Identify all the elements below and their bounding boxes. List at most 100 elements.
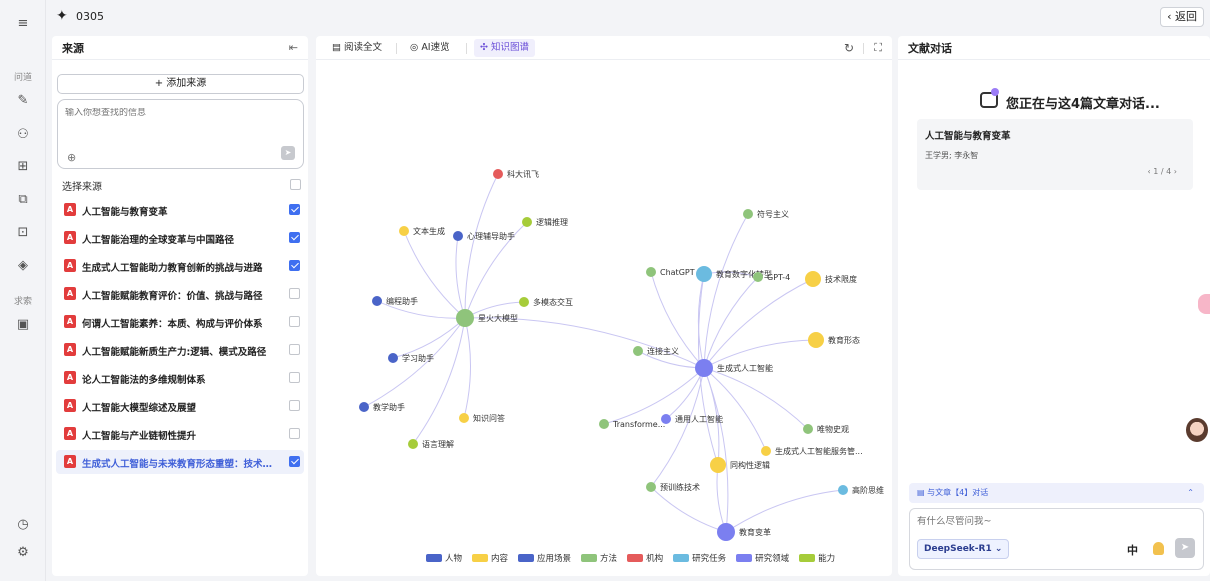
chevron-down-icon: ⌄ (991, 544, 1003, 554)
graph-node[interactable] (459, 413, 469, 423)
select-all-checkbox[interactable] (290, 179, 301, 190)
refresh-icon[interactable]: ↻ (843, 41, 854, 55)
send-icon[interactable]: ➤ (281, 146, 295, 160)
graph-node-label: 高阶思维 (852, 485, 884, 495)
collapse-panel-icon[interactable]: ⇤ (288, 41, 298, 54)
model-selector[interactable]: DeepSeek-R1 ⌄ (917, 539, 1010, 559)
globe-icon[interactable]: ⊕ (67, 151, 77, 164)
source-checkbox[interactable] (289, 316, 300, 327)
history-icon[interactable]: ◷ (17, 516, 29, 532)
add-source-button[interactable]: + 添加来源 (57, 74, 304, 94)
graph-node[interactable] (753, 272, 763, 282)
legend-item[interactable]: 内容 (472, 552, 508, 564)
graph-node[interactable] (717, 523, 735, 541)
graph-node[interactable] (761, 446, 771, 456)
tab-ai-overview[interactable]: ◎ AI速览 (404, 39, 456, 57)
floating-tab[interactable] (1198, 294, 1210, 314)
book-icon[interactable]: ⧉ (18, 191, 28, 207)
tab-knowledge-graph[interactable]: ✣ 知识图谱 (474, 39, 535, 57)
source-search-input[interactable] (65, 108, 295, 118)
legend-item[interactable]: 机构 (627, 552, 663, 564)
graph-node[interactable] (743, 209, 753, 219)
graph-node[interactable] (493, 169, 503, 179)
graph-node[interactable] (522, 217, 532, 227)
graph-node-label: 逻辑推理 (536, 217, 568, 227)
graph-node[interactable] (808, 332, 824, 348)
graph-node[interactable] (710, 457, 726, 473)
source-checkbox[interactable] (289, 232, 300, 243)
edit-icon[interactable]: ✎ (17, 92, 29, 108)
graph-node[interactable] (599, 419, 609, 429)
source-checkbox[interactable] (289, 260, 300, 271)
source-checkbox[interactable] (289, 428, 300, 439)
legend-item[interactable]: 能力 (799, 552, 835, 564)
graph-node-label: 星火大模型 (478, 313, 518, 323)
article-pager: ‹ 1 / 4 › (1148, 167, 1177, 176)
graph-node[interactable] (633, 346, 643, 356)
legend-item[interactable]: 人物 (426, 552, 462, 564)
lightbulb-icon[interactable] (1153, 542, 1164, 555)
source-checkbox[interactable] (289, 288, 300, 299)
knowledge-graph[interactable]: 科大讯飞文本生成心理辅导助手逻辑推理编程助手多模态交互星火大模型学习助手教学助手… (316, 61, 892, 576)
back-button[interactable]: ‹ 返回 (1160, 7, 1204, 27)
graph-node[interactable] (399, 226, 409, 236)
chevron-right-icon[interactable]: › (1171, 167, 1177, 176)
source-checkbox[interactable] (289, 400, 300, 411)
users-icon[interactable]: ⚇ (17, 126, 29, 142)
save-icon[interactable]: ▣ (16, 316, 30, 332)
graph-node[interactable] (646, 267, 656, 277)
graph-node[interactable] (646, 482, 656, 492)
graph-node[interactable] (696, 266, 712, 282)
legend-item[interactable]: 方法 (581, 552, 617, 564)
assistant-avatar[interactable] (1186, 418, 1208, 442)
source-checkbox[interactable] (289, 204, 300, 215)
sparkle-icon: ✦ (56, 8, 68, 24)
graph-node[interactable] (519, 297, 529, 307)
graph-node[interactable] (456, 309, 474, 327)
graph-node[interactable] (453, 231, 463, 241)
chat-bot-dot (991, 88, 999, 96)
graph-node[interactable] (803, 424, 813, 434)
graph-node[interactable] (805, 271, 821, 287)
graph-node[interactable] (408, 439, 418, 449)
chevron-up-icon[interactable]: ⌃ (1187, 488, 1194, 497)
select-sources-label: 选择来源 (62, 182, 102, 193)
document-icon[interactable]: ⊡ (17, 224, 29, 240)
source-checkbox[interactable] (289, 344, 300, 355)
send-button[interactable]: ➤ (1175, 538, 1195, 558)
tab-read-fulltext[interactable]: ▤ 阅读全文 (326, 39, 388, 57)
layers-icon[interactable]: ◈ (18, 257, 28, 273)
legend-item[interactable]: 研究领域 (736, 552, 789, 564)
language-toggle[interactable]: 中 (1127, 544, 1138, 557)
source-checkbox[interactable] (289, 456, 300, 467)
settings-icon[interactable]: ⚙ (17, 544, 29, 560)
graph-node[interactable] (661, 414, 671, 424)
graph-node[interactable] (695, 359, 713, 377)
legend-item[interactable]: 应用场景 (518, 552, 571, 564)
fullscreen-icon[interactable]: ⛶ (874, 41, 882, 54)
graph-node[interactable] (838, 485, 848, 495)
menu-icon[interactable]: ≡ (17, 15, 29, 31)
graph-node[interactable] (388, 353, 398, 363)
graph-node[interactable] (359, 402, 369, 412)
chat-input[interactable] (917, 516, 1187, 527)
chevron-left-icon[interactable]: ‹ (1147, 167, 1154, 176)
chat-context-bar[interactable]: ▤ 与文章【4】对话⌃ (909, 483, 1204, 503)
graph-edge (363, 317, 466, 408)
view-tabs: ▤ 阅读全文 ◎ AI速览 ✣ 知识图谱 ↻ ⛶ (316, 36, 892, 60)
graph-node[interactable] (372, 296, 382, 306)
graph-node-label: ChatGPT (660, 268, 695, 277)
apps-icon[interactable]: ⊞ (17, 158, 29, 174)
source-checkbox[interactable] (289, 372, 300, 383)
legend-item[interactable]: 研究任务 (673, 552, 726, 564)
